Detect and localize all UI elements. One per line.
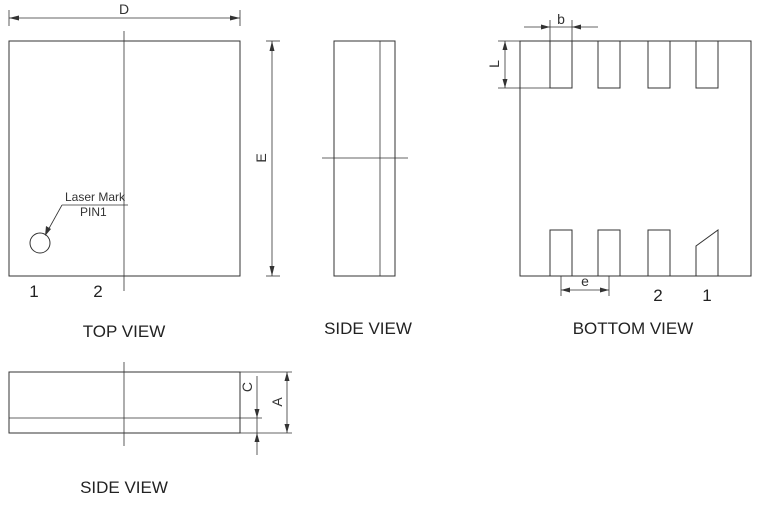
top-view-pin-2: 2 [93,282,102,301]
dimension-l-label: L [486,60,502,68]
dimension-e-pitch-label: e [581,273,589,289]
dimension-a-label: A [269,397,285,407]
pad-bottom-2 [597,229,621,277]
side-view-right-body [333,40,396,277]
side-view-bottom: C A SIDE VIEW [8,362,292,497]
pad-top-1 [549,40,573,89]
top-view-pin-1: 1 [29,282,38,301]
dimension-d: D [8,1,241,26]
bottom-view-title: BOTTOM VIEW [573,319,694,338]
dimension-b: b [524,11,598,41]
dimension-e-label: E [253,153,269,162]
dimension-l: L [486,40,550,89]
pad-top-2 [597,40,621,89]
laser-mark-label: Laser Mark [65,190,126,204]
side-view-bottom-body [8,371,241,434]
dimension-e: E [253,40,280,277]
pin1-label: PIN1 [80,205,107,219]
pad-top-4 [695,40,719,89]
top-view: D E Laser Mark PIN1 1 2 TOP VIEW [8,1,280,341]
pin1-laser-mark: Laser Mark PIN1 [29,190,128,254]
dimension-e-pitch: e [560,273,610,296]
top-view-title: TOP VIEW [83,322,166,341]
top-view-body [8,40,241,277]
pad-bottom-3 [647,229,671,277]
bottom-view: b L e 2 1 BOTTOM VIEW [486,11,752,338]
bottom-view-body [519,40,752,277]
dimension-b-label: b [557,11,565,27]
pin1-marker-circle [29,232,51,254]
dimension-d-label: D [119,1,129,17]
dimension-c: C [239,376,262,455]
side-view-right-title: SIDE VIEW [324,319,412,338]
bottom-view-pin-1: 1 [702,286,711,305]
bottom-view-pin-2: 2 [653,286,662,305]
dimension-a: A [240,371,292,434]
pad-bottom-pin1-chamfered [695,229,719,277]
side-view-bottom-title: SIDE VIEW [80,478,168,497]
pad-top-3 [647,40,671,89]
pad-bottom-1 [549,229,573,277]
dimension-c-label: C [239,382,255,392]
side-view-right: SIDE VIEW [322,40,412,338]
